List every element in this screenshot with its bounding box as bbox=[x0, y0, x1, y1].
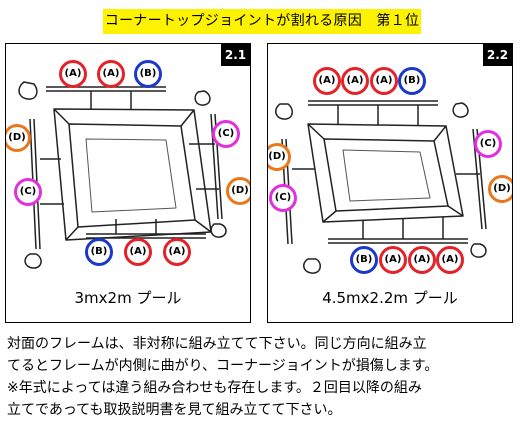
instruction-line: てるとフレームが内側に曲がり、コーナージョイントが損傷します。 bbox=[7, 358, 439, 374]
frame-badge-a: (A) bbox=[379, 246, 407, 274]
frame-badge-d: (D) bbox=[6, 124, 31, 152]
frame-badge-b: (B) bbox=[85, 238, 113, 266]
frame-badge-d: (D) bbox=[268, 143, 291, 171]
panel-number: 2.2 bbox=[483, 44, 512, 66]
pool-size-caption: 3mx2m プール bbox=[74, 289, 182, 307]
page-title: コーナートップジョイントが割れる原因 第１位 bbox=[103, 9, 421, 34]
frame-badge-c: (C) bbox=[269, 184, 297, 212]
frame-badge-c: (C) bbox=[212, 120, 240, 148]
frame-badge-a: (A) bbox=[370, 67, 398, 95]
frame-badge-d: (D) bbox=[226, 177, 250, 205]
instruction-line: 立てであっても取扱説明書を見て組み立てて下さい。 bbox=[7, 402, 342, 418]
diagram-panel-4-5x2-2: 2.2 (A) (A) (A) (B) (D) (C) (C) (D) (B) … bbox=[267, 43, 513, 323]
diagram-panel-3x2: 2.1 (A) (A) (B) (D) (C) (C) (D) (B) (A) … bbox=[5, 43, 251, 323]
frame-badge-a: (A) bbox=[97, 60, 125, 88]
frame-badge-a: (A) bbox=[163, 238, 191, 266]
frame-badge-a: (A) bbox=[59, 60, 87, 88]
assembly-instructions: 対面のフレームは、非対称に組み立てて下さい。同じ方向に組み立 てるとフレームが内… bbox=[7, 333, 517, 421]
frame-badge-a: (A) bbox=[124, 238, 152, 266]
frame-badge-c: (C) bbox=[474, 130, 502, 158]
frame-badge-a: (A) bbox=[341, 67, 369, 95]
pool-diagram-3x2 bbox=[18, 81, 227, 269]
frame-badge-d: (D) bbox=[488, 175, 512, 203]
instruction-line: 対面のフレームは、非対称に組み立てて下さい。同じ方向に組み立 bbox=[7, 336, 427, 352]
pool-size-caption: 4.5mx2.2m プール bbox=[322, 289, 458, 307]
frame-badge-a: (A) bbox=[436, 246, 464, 274]
frame-badge-a: (A) bbox=[408, 246, 436, 274]
instruction-line: ※年式によっては違う組み合わせも存在します。２回目以降の組み bbox=[7, 380, 422, 396]
frame-badge-b: (B) bbox=[398, 67, 426, 95]
frame-badge-c: (C) bbox=[14, 178, 42, 206]
frame-badge-a: (A) bbox=[313, 67, 341, 95]
frame-badge-b: (B) bbox=[134, 60, 162, 88]
frame-badge-b: (B) bbox=[350, 246, 378, 274]
panel-number: 2.1 bbox=[221, 44, 250, 66]
pool-diagram-4-5x2-2 bbox=[275, 100, 487, 274]
